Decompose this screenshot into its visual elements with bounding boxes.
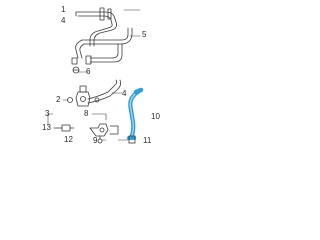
callout-12: 12 [64, 135, 73, 144]
coolant-pipe-assembly [71, 7, 133, 65]
callout-8: 8 [84, 109, 89, 118]
callout-9: 9 [93, 136, 98, 145]
callout-1: 1 [61, 5, 66, 14]
diagram-drawing [47, 7, 144, 144]
callout-leaders [47, 9, 141, 141]
callout-6: 6 [86, 67, 91, 76]
hose-part [87, 79, 122, 104]
callout-13: 13 [42, 123, 51, 132]
callout-11: 11 [143, 136, 152, 145]
clip-part [72, 66, 80, 74]
callout-2: 2 [56, 95, 61, 104]
outlet-housing [75, 85, 91, 107]
callout-4: 4 [61, 16, 66, 25]
highlighted-hose [127, 87, 144, 141]
callout-4b: 4 [122, 89, 127, 98]
clamp-part [128, 135, 136, 144]
callout-5: 5 [142, 30, 147, 39]
callout-10: 10 [151, 112, 160, 121]
thermostat-parts [53, 123, 119, 144]
callout-3: 3 [45, 109, 50, 118]
parts-diagram: 1 4 5 6 2 3 4 8 13 10 12 9 11 [0, 0, 200, 147]
